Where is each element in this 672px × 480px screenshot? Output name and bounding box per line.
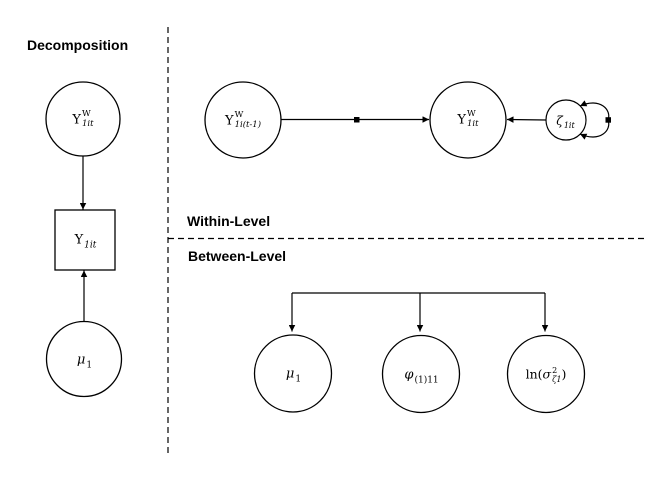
label-base: Y [74, 232, 84, 248]
arrow-zeta-to-y [506, 116, 547, 123]
random-effect-dot-zeta-variance [605, 117, 611, 123]
label-base: ζ [556, 114, 563, 128]
rect-decomp-y-observed [54, 209, 116, 271]
ellipse-between-mu [253, 334, 333, 413]
label-sub: 1i(t-1) [234, 120, 262, 130]
label-sub: 1 [86, 360, 93, 371]
label-sub: ζ1 [552, 375, 562, 384]
label-base: Y [224, 113, 234, 129]
ellipse-between-phi [381, 334, 461, 414]
label-decomp-mu: μ1 [76, 352, 92, 371]
label-sub: 1it [563, 121, 575, 130]
within-level-title: Within-Level [187, 213, 271, 229]
label-sup: W [234, 110, 244, 121]
label-sub: 1it [84, 240, 97, 251]
label-prefix: ln( [525, 366, 543, 382]
label-base: Y [72, 112, 82, 128]
label-between-phi: φ(1)11 [404, 367, 438, 386]
label-sub: 1it [82, 119, 94, 129]
ellipse-between-lnsigma [506, 334, 586, 414]
label-between-mu: μ1 [285, 366, 301, 385]
ellipse-decomp-mu [45, 320, 123, 398]
label-base: μ [76, 352, 86, 368]
random-effect-dot-autoregressive [354, 117, 360, 123]
label-base: φ [404, 367, 414, 383]
label-sup: W [467, 109, 476, 120]
label-sup: W [82, 109, 91, 120]
label-within-zeta: ζ1it [556, 114, 575, 130]
between-level-title: Between-Level [188, 248, 287, 264]
label-decomp-y-observed: Y1it [74, 232, 97, 251]
label-sub: 1it [467, 119, 479, 129]
label-suffix: ) [561, 366, 567, 382]
ellipse-decomp-y-within [45, 81, 121, 157]
label-base: σ [542, 366, 552, 382]
decomposition-title: Decomposition [27, 37, 129, 53]
ellipse-within-y [429, 81, 507, 159]
label-sup: 2 [552, 365, 558, 375]
label-base: μ [285, 366, 295, 382]
label-sub: 1 [295, 374, 302, 385]
label-base: Y [457, 112, 467, 128]
label-sub: (1)11 [414, 375, 439, 386]
